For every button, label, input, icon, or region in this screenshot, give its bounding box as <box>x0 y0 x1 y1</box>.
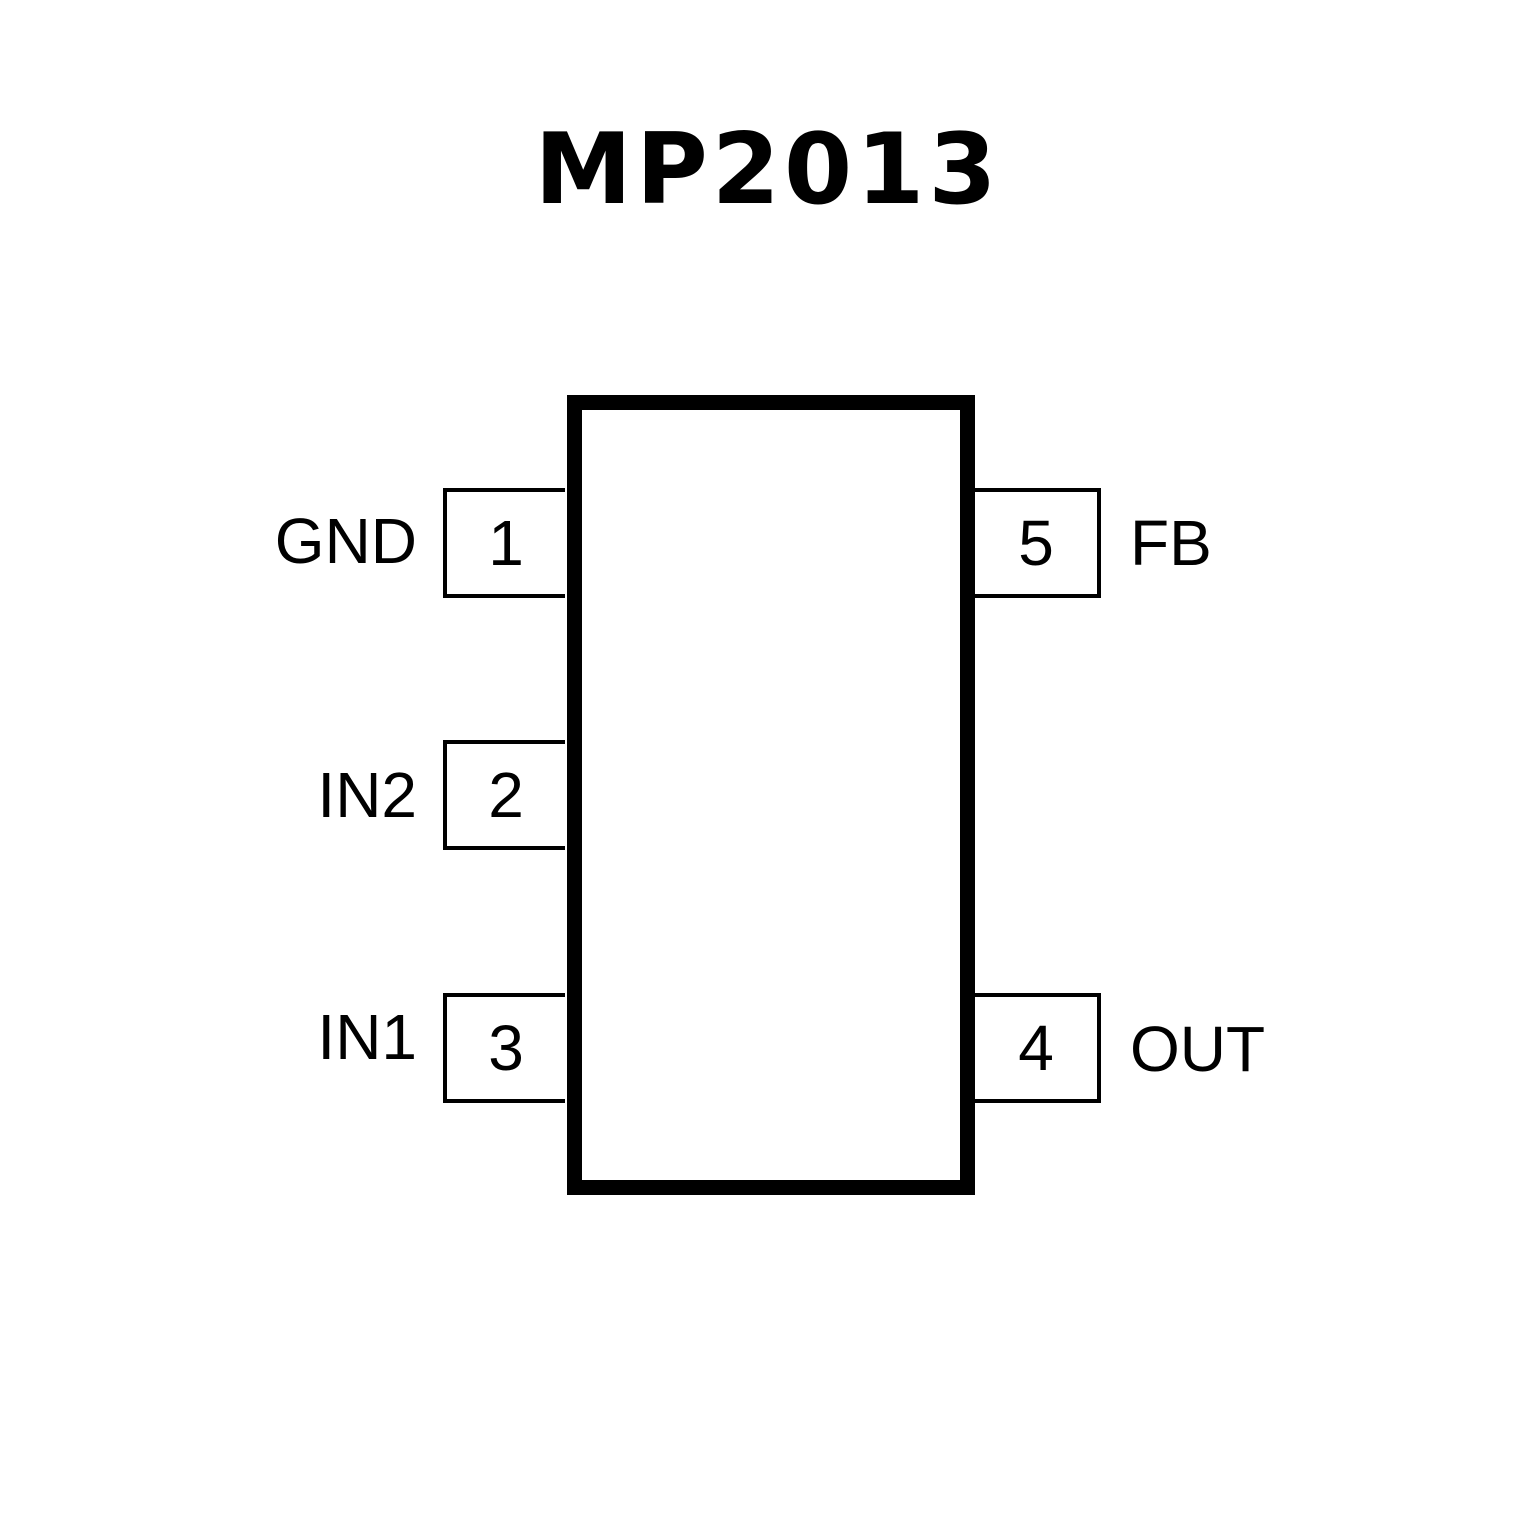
pin-label-out: OUT <box>1130 1013 1266 1085</box>
ic-package-body <box>567 395 975 1195</box>
pin-number: 3 <box>488 1012 524 1084</box>
pin-4: 4 <box>975 993 1101 1103</box>
pin-label-in2: IN2 <box>317 759 417 831</box>
pin-number: 2 <box>488 759 524 831</box>
pin-label-in1: IN1 <box>317 1001 417 1073</box>
pin-number: 4 <box>1018 1012 1054 1084</box>
pin-5: 5 <box>975 488 1101 598</box>
pin-number: 5 <box>1018 507 1054 579</box>
pin-3: 3 <box>443 993 565 1103</box>
pin-1: 1 <box>443 488 565 598</box>
part-title: MP2013 <box>534 113 1001 227</box>
pin-2: 2 <box>443 740 565 850</box>
pin-label-fb: FB <box>1130 507 1212 579</box>
pin-number: 1 <box>488 507 524 579</box>
pin-label-gnd: GND <box>274 505 417 577</box>
